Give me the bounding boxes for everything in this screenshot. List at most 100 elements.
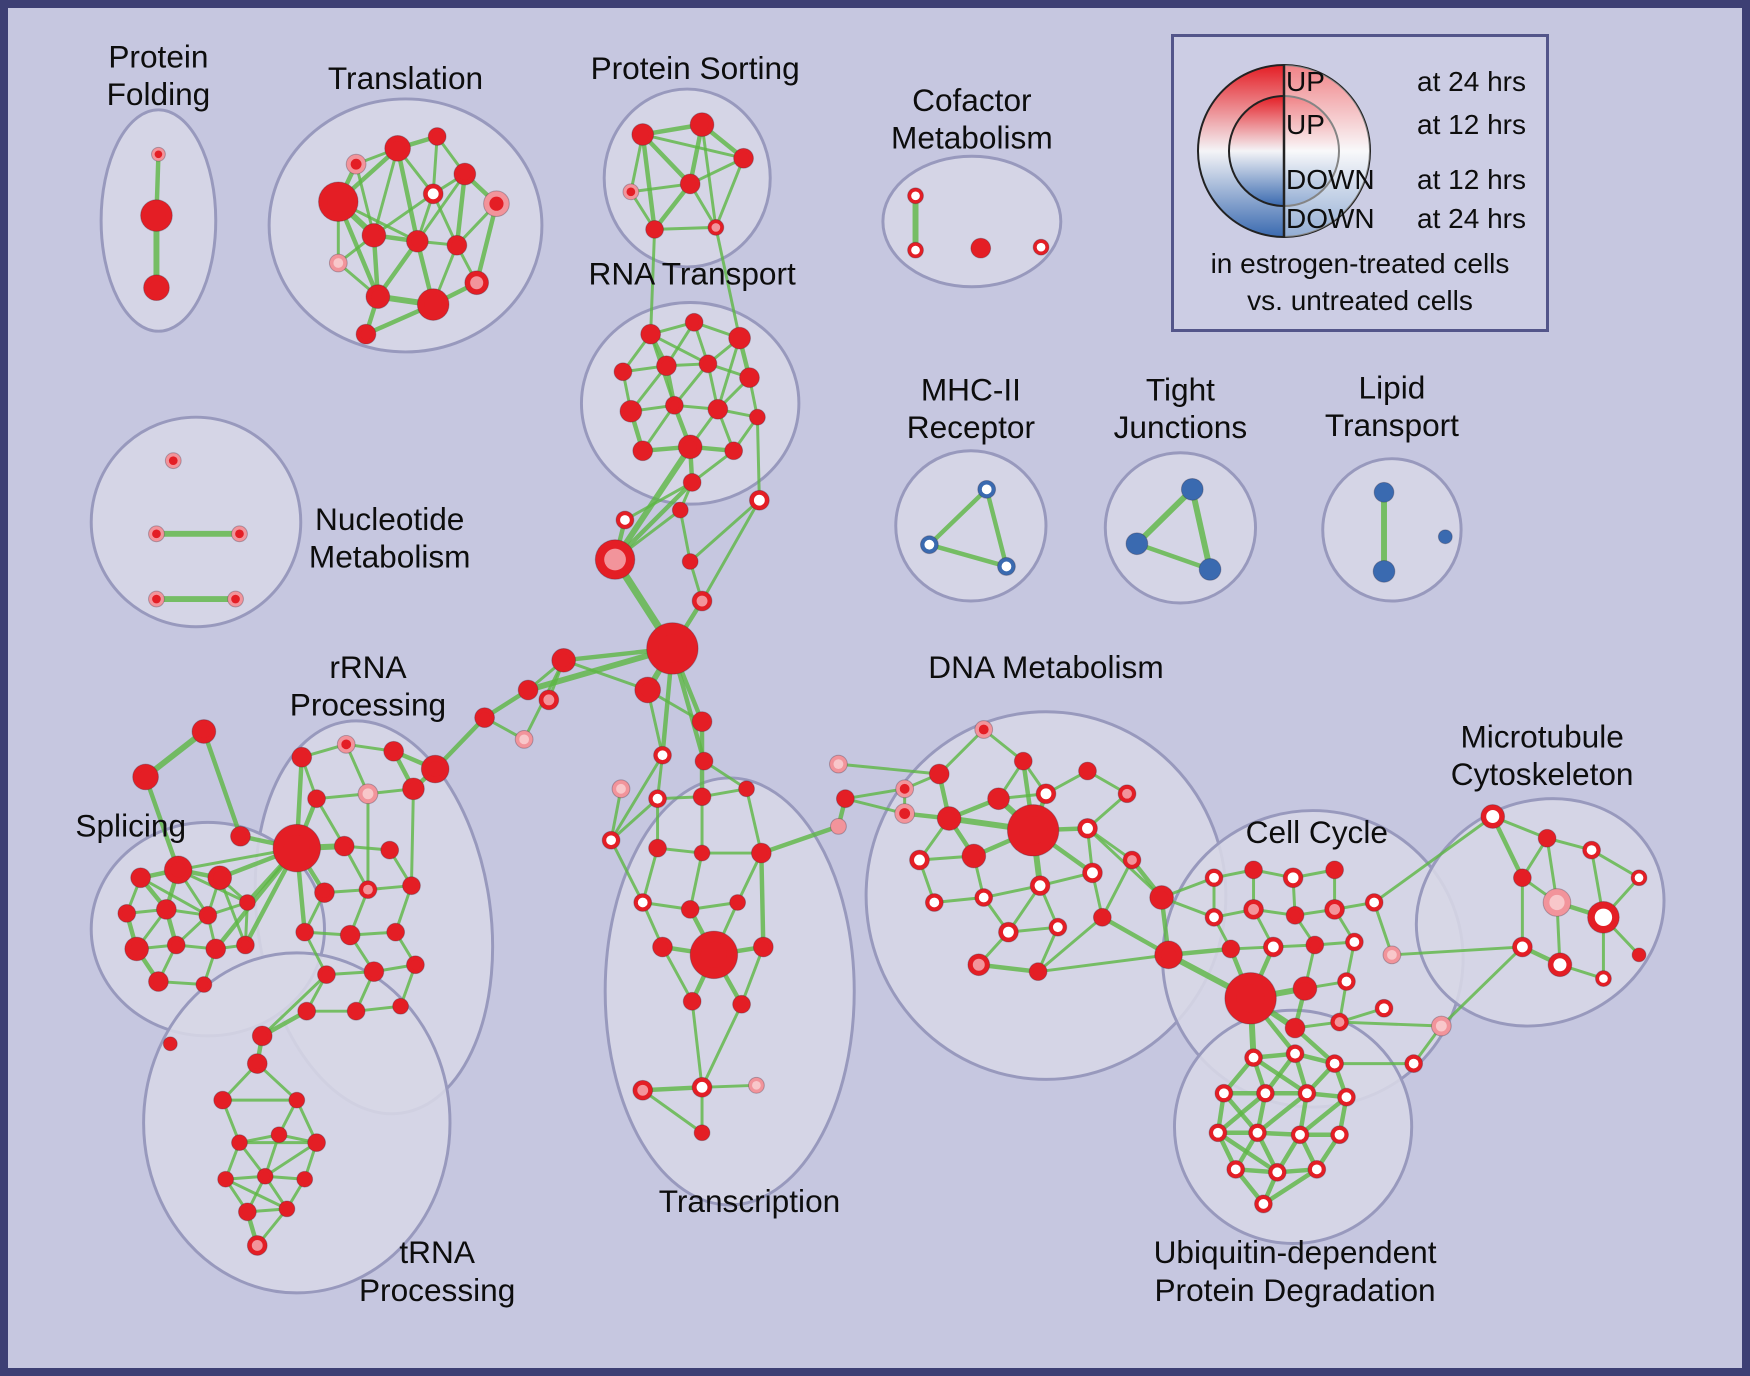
network-node[interactable] xyxy=(750,842,772,864)
network-node[interactable] xyxy=(307,789,326,809)
network-node[interactable] xyxy=(656,355,677,377)
network-node[interactable] xyxy=(163,855,193,885)
network-node[interactable] xyxy=(1344,932,1364,952)
network-node[interactable] xyxy=(1595,970,1612,987)
network-node[interactable] xyxy=(314,882,335,903)
network-node[interactable] xyxy=(155,899,177,920)
network-node[interactable] xyxy=(961,843,987,869)
network-node[interactable] xyxy=(829,754,848,774)
network-node[interactable] xyxy=(358,880,378,900)
network-node[interactable] xyxy=(738,780,755,798)
network-node[interactable] xyxy=(384,135,411,162)
network-node[interactable] xyxy=(1048,917,1068,937)
network-node[interactable] xyxy=(1437,529,1453,545)
network-node[interactable] xyxy=(238,894,256,911)
network-node[interactable] xyxy=(1092,907,1112,927)
network-node[interactable] xyxy=(406,229,429,253)
network-node[interactable] xyxy=(928,763,950,785)
network-node[interactable] xyxy=(640,323,662,345)
network-node[interactable] xyxy=(517,679,539,701)
network-node[interactable] xyxy=(693,844,711,862)
network-node[interactable] xyxy=(1028,962,1048,982)
network-node[interactable] xyxy=(671,501,689,519)
network-node[interactable] xyxy=(1364,893,1384,912)
network-node[interactable] xyxy=(1214,1083,1234,1103)
network-node[interactable] xyxy=(1244,1048,1263,1068)
network-node[interactable] xyxy=(689,112,715,137)
network-node[interactable] xyxy=(427,127,447,146)
network-node[interactable] xyxy=(380,840,400,860)
network-node[interactable] xyxy=(728,326,751,350)
network-node[interactable] xyxy=(594,539,636,580)
network-node[interactable] xyxy=(148,525,165,543)
network-node[interactable] xyxy=(729,894,747,911)
network-node[interactable] xyxy=(1337,1087,1356,1107)
network-node[interactable] xyxy=(217,1170,235,1188)
network-node[interactable] xyxy=(162,1036,178,1052)
network-node[interactable] xyxy=(1082,862,1103,884)
network-node[interactable] xyxy=(748,489,770,511)
network-node[interactable] xyxy=(1256,1083,1275,1103)
network-node[interactable] xyxy=(611,779,631,799)
network-node[interactable] xyxy=(977,479,997,499)
network-node[interactable] xyxy=(1631,947,1647,963)
network-node[interactable] xyxy=(1373,481,1395,503)
network-node[interactable] xyxy=(272,823,322,873)
network-node[interactable] xyxy=(967,953,991,977)
network-node[interactable] xyxy=(363,961,385,983)
network-node[interactable] xyxy=(297,1001,317,1021)
network-node[interactable] xyxy=(1325,1054,1344,1073)
network-node[interactable] xyxy=(474,707,495,729)
network-node[interactable] xyxy=(357,783,379,805)
network-node[interactable] xyxy=(692,787,712,807)
network-node[interactable] xyxy=(198,905,218,925)
network-node[interactable] xyxy=(652,936,673,958)
network-node[interactable] xyxy=(691,711,713,732)
network-node[interactable] xyxy=(894,803,916,824)
network-node[interactable] xyxy=(195,976,213,993)
network-node[interactable] xyxy=(1149,885,1174,910)
network-node[interactable] xyxy=(422,183,444,205)
network-node[interactable] xyxy=(483,190,510,218)
network-node[interactable] xyxy=(538,689,560,711)
network-node[interactable] xyxy=(987,787,1010,811)
network-node[interactable] xyxy=(633,893,653,912)
network-node[interactable] xyxy=(733,147,754,169)
network-node[interactable] xyxy=(653,745,672,765)
network-node[interactable] xyxy=(166,935,186,955)
network-node[interactable] xyxy=(383,740,405,762)
network-node[interactable] xyxy=(1382,945,1402,965)
network-node[interactable] xyxy=(664,395,684,415)
network-node[interactable] xyxy=(230,825,251,847)
network-node[interactable] xyxy=(1248,1123,1267,1143)
network-node[interactable] xyxy=(551,647,577,673)
network-node[interactable] xyxy=(365,284,391,309)
network-node[interactable] xyxy=(1285,1044,1305,1064)
network-node[interactable] xyxy=(1372,560,1396,583)
network-node[interactable] xyxy=(336,734,356,754)
network-node[interactable] xyxy=(1324,899,1345,920)
network-node[interactable] xyxy=(270,1126,288,1144)
network-node[interactable] xyxy=(1330,1012,1349,1032)
network-node[interactable] xyxy=(1226,1159,1246,1179)
network-node[interactable] xyxy=(1330,1125,1349,1145)
network-node[interactable] xyxy=(514,730,534,749)
network-node[interactable] xyxy=(237,1202,257,1222)
network-node[interactable] xyxy=(974,720,994,739)
network-node[interactable] xyxy=(231,525,248,543)
network-node[interactable] xyxy=(1292,976,1318,1001)
network-node[interactable] xyxy=(406,955,425,975)
network-node[interactable] xyxy=(1267,1162,1287,1182)
network-node[interactable] xyxy=(1154,940,1183,970)
network-node[interactable] xyxy=(164,452,182,470)
network-node[interactable] xyxy=(724,441,744,461)
network-node[interactable] xyxy=(295,922,315,942)
network-node[interactable] xyxy=(1262,936,1284,958)
network-node[interactable] xyxy=(1122,850,1142,870)
network-node[interactable] xyxy=(402,777,425,801)
network-node[interactable] xyxy=(1284,1017,1306,1039)
network-node[interactable] xyxy=(936,806,962,831)
network-node[interactable] xyxy=(1244,860,1263,880)
network-node[interactable] xyxy=(613,362,633,382)
network-node[interactable] xyxy=(464,270,490,296)
